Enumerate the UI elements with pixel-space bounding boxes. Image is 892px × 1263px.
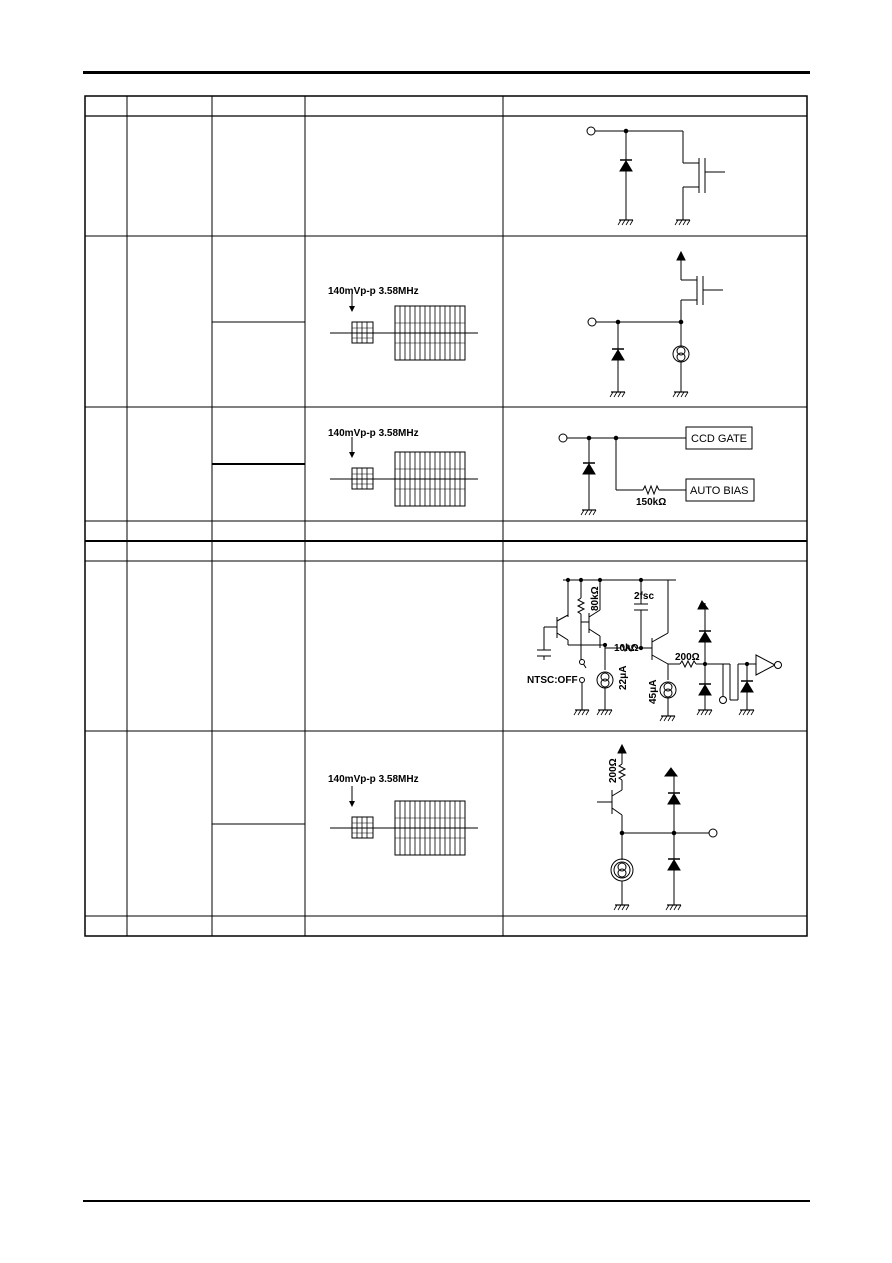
resistor-80k-label: 80kΩ xyxy=(590,586,601,611)
footer-rule xyxy=(83,1200,810,1202)
resistor-150k-label: 150kΩ xyxy=(636,497,666,508)
header-rule xyxy=(83,71,810,74)
waveform-label-3: 140mVp-p 3.58MHz xyxy=(328,774,419,785)
current-22u-label: 22μA xyxy=(618,666,629,690)
table-grid xyxy=(84,95,808,937)
waveform-row3 xyxy=(329,436,479,507)
circuit-emitter-follower xyxy=(597,743,718,911)
circuit-fet-input xyxy=(587,250,723,398)
circuit-ccd-gate xyxy=(558,426,755,516)
waveform-label: 140mVp-p 3.58MHz xyxy=(328,286,419,297)
resistor-200-label: 200Ω xyxy=(675,652,700,663)
auto-bias-label: AUTO BIAS xyxy=(690,485,748,497)
waveform-row6 xyxy=(329,785,479,856)
waveform-label-2: 140mVp-p 3.58MHz xyxy=(328,428,419,439)
waveform-row2 xyxy=(329,290,479,361)
ntsc-off-label: NTSC:OFF xyxy=(527,675,578,686)
circuit-input-protection xyxy=(586,126,725,226)
current-45u-label: 45μA xyxy=(648,680,659,704)
resistor-10k-label: 10kΩ xyxy=(614,643,639,654)
circuit-ntsc-buffer xyxy=(537,577,782,722)
pin-description-table: 140mVp-p 3.58MHz 140mVp-p 3.58MHz xyxy=(84,95,808,937)
resistor-200-label-2: 200Ω xyxy=(608,758,619,783)
ccd-gate-label: CCD GATE xyxy=(691,433,747,445)
capacitor-2fsc-label: 2fsc xyxy=(634,591,654,602)
